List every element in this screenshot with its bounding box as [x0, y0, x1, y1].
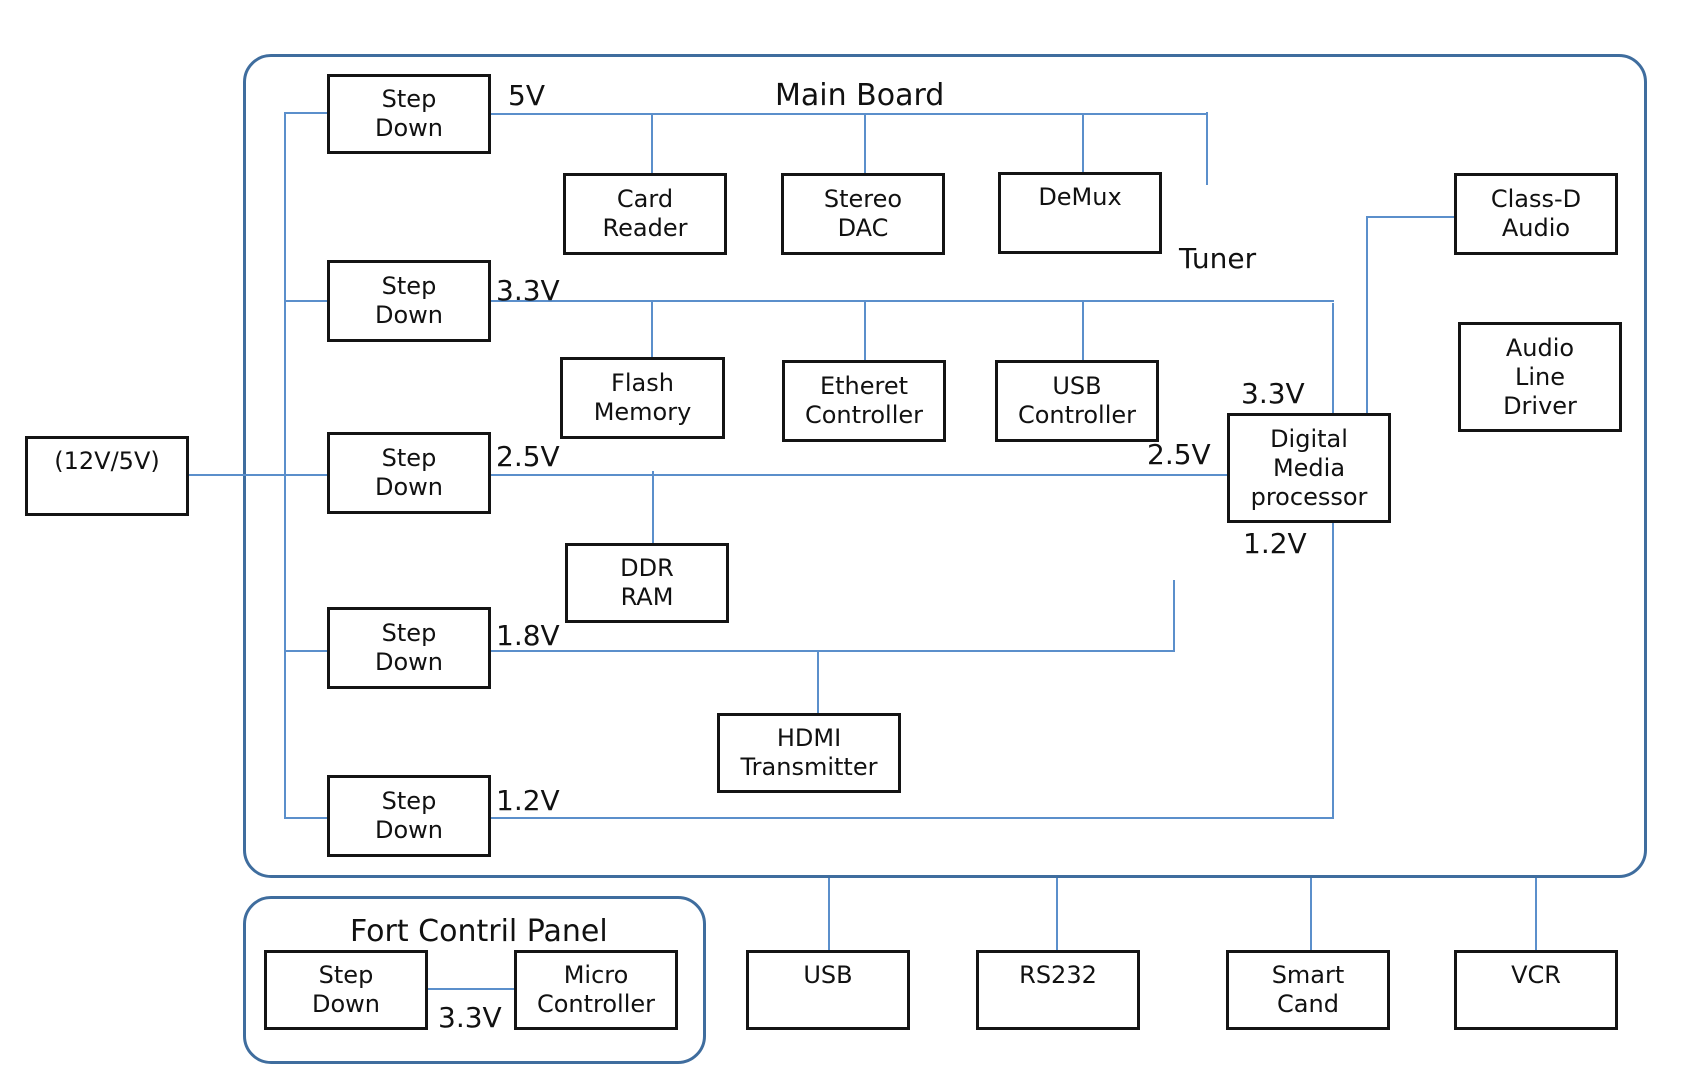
main-board-panel [243, 54, 1647, 878]
voltage-label-3v3: 3.3V [496, 274, 560, 307]
wire-dmp-class-d [1366, 216, 1455, 218]
wire-ext-rs232 [1056, 878, 1058, 952]
audio-line-driver-block: Audio Line Driver [1458, 322, 1622, 432]
step-down-1v2-block: Step Down [327, 775, 491, 857]
wire-front-link [428, 988, 516, 990]
wire-3v3-ethernet [864, 300, 866, 361]
wire-1v8-hdmi [817, 650, 819, 715]
usb-controller-block: USB Controller [995, 360, 1159, 442]
wire-ext-usb [828, 878, 830, 952]
ddr-ram-block: DDR RAM [565, 543, 729, 623]
dmp-voltage-3v3: 3.3V [1241, 377, 1305, 410]
wire-2v5-ddr [652, 471, 654, 545]
tuner-label: Tuner [1179, 242, 1257, 275]
front-step-down-block: Step Down [264, 950, 428, 1030]
class-d-audio-block: Class-D Audio [1454, 173, 1618, 255]
card-reader-block: Card Reader [563, 173, 727, 255]
front-control-panel [243, 896, 706, 1064]
demux-block: DeMux [998, 172, 1162, 254]
wire-bus-5v [284, 112, 330, 114]
step-down-5v-block: Step Down [327, 74, 491, 154]
wire-rail-1v2 [490, 817, 1334, 819]
wire-rail-2v5 [490, 474, 1232, 476]
wire-dmp-up [1366, 216, 1368, 414]
wire-ext-vcr [1535, 878, 1537, 952]
wire-rail-3v3 [490, 300, 1334, 302]
dmp-voltage-1v2: 1.2V [1243, 527, 1307, 560]
wire-5v-demux [1082, 113, 1084, 173]
wire-rail-5v [490, 113, 1207, 115]
wire-3v3-usb [1082, 300, 1084, 361]
step-down-2v5-block: Step Down [327, 432, 491, 514]
flash-memory-block: Flash Memory [560, 357, 725, 439]
wire-5v-stereo-dac [864, 113, 866, 173]
wire-5v-card-reader [651, 113, 653, 173]
voltage-label-5v: 5V [508, 79, 545, 112]
wire-3v3-flash [651, 300, 653, 358]
smart-card-block: Smart Cand [1226, 950, 1390, 1030]
wire-bus-1v8 [284, 650, 330, 652]
wire-1v2-riser [1332, 303, 1334, 818]
usb-port-block: USB [746, 950, 910, 1030]
micro-controller-block: Micro Controller [514, 950, 678, 1030]
step-down-1v8-block: Step Down [327, 607, 491, 689]
hdmi-transmitter-block: HDMI Transmitter [717, 713, 901, 793]
front-voltage-3v3: 3.3V [438, 1001, 502, 1034]
stereo-dac-block: Stereo DAC [781, 173, 945, 255]
front-panel-title: Fort Contril Panel [350, 914, 608, 949]
voltage-label-1v2: 1.2V [496, 784, 560, 817]
main-board-title: Main Board [775, 78, 945, 113]
voltage-label-2v5: 2.5V [496, 440, 560, 473]
power-input-block: (12V/5V) [25, 436, 189, 516]
wire-rail-1v8 [490, 650, 1174, 652]
wire-1v8-riser [1173, 580, 1175, 652]
digital-media-processor-block: Digital Media processor [1227, 413, 1391, 523]
step-down-3v3-block: Step Down [327, 260, 491, 342]
wire-bus-3v3 [284, 300, 330, 302]
wire-vertical-bus [284, 112, 286, 818]
wire-bus-1v2 [284, 817, 330, 819]
dmp-voltage-2v5: 2.5V [1147, 438, 1211, 471]
voltage-label-1v8: 1.8V [496, 619, 560, 652]
wire-input [189, 474, 330, 476]
ethernet-controller-block: Etheret Controller [782, 360, 946, 442]
vcr-block: VCR [1454, 950, 1618, 1030]
wire-5v-end [1206, 112, 1208, 185]
rs232-port-block: RS232 [976, 950, 1140, 1030]
wire-ext-smart-card [1310, 878, 1312, 952]
